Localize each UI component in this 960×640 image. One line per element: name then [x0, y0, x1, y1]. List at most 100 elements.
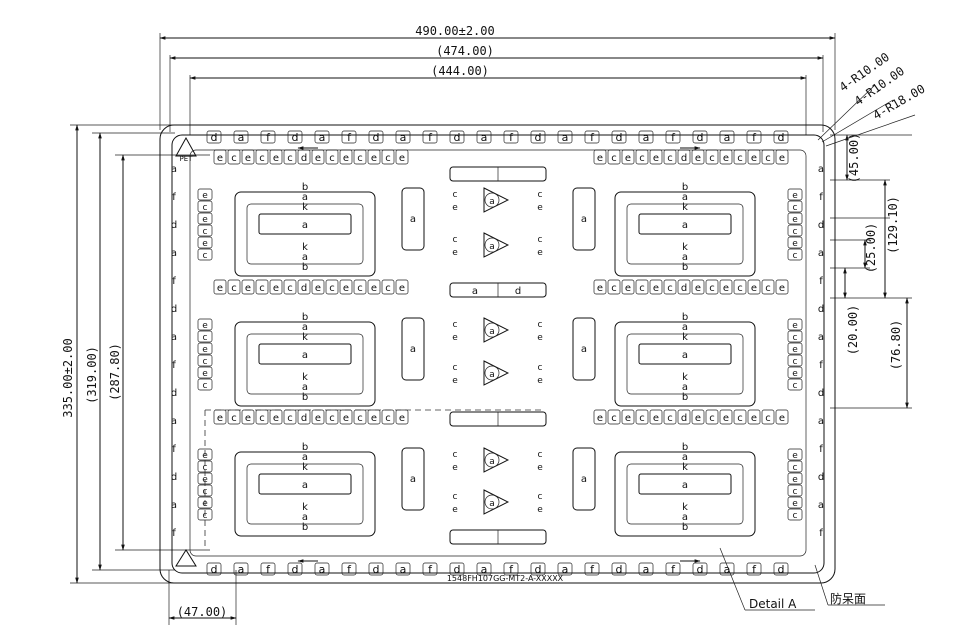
rim-letter-left: f — [172, 276, 176, 287]
strip-cell — [621, 149, 635, 165]
rim-letter-left: f — [172, 192, 176, 203]
strip-cell — [311, 149, 325, 165]
rim-letter-bottom: a — [643, 563, 650, 576]
triangle-lug — [483, 232, 510, 258]
strip-letter: c — [737, 413, 743, 424]
rim-letter-top: f — [266, 131, 271, 144]
pocket-letter: k — [682, 242, 688, 253]
lug-letter: a — [489, 242, 495, 252]
center-tab-letter: e — [452, 376, 458, 386]
rim-tab-top — [449, 130, 465, 144]
rim-letter-bottom: a — [400, 563, 407, 576]
pocket-inner — [638, 473, 732, 495]
side-letter: e — [202, 345, 208, 355]
strip-cell — [367, 149, 381, 165]
rim-letter-right: a — [818, 164, 824, 175]
side-letter: e — [792, 215, 798, 225]
rim-letter-top: d — [211, 131, 218, 144]
center-bar-letter: d — [515, 286, 521, 297]
pocket-letter: k — [302, 332, 308, 343]
side-cell — [787, 484, 803, 497]
strip-cell — [761, 149, 775, 165]
strip-cell — [283, 279, 297, 295]
recycle-label-top: PET — [180, 155, 194, 163]
tray-outline — [159, 124, 836, 584]
rim-tab-bottom — [314, 562, 330, 576]
strip-cell — [325, 149, 339, 165]
recycle-symbol-top: PET — [175, 136, 197, 163]
rim-tab-bottom — [206, 562, 222, 576]
recycle-symbol-bottom — [175, 549, 197, 567]
lug-letter: a — [489, 197, 495, 207]
rim-tab-top — [503, 130, 519, 144]
side-cell — [197, 366, 213, 379]
strip-letter: c — [259, 413, 265, 424]
rim-letter-right: a — [818, 248, 824, 259]
side-cell — [197, 188, 213, 201]
rim-letter-bottom: d — [697, 563, 704, 576]
strip-cell — [719, 409, 733, 425]
strip-letter: c — [385, 283, 391, 294]
strip-cell — [311, 279, 325, 295]
strip-cell — [607, 149, 621, 165]
detail-label: Detail A — [749, 597, 797, 611]
strip-letter: c — [765, 153, 771, 164]
center-tab-letter: e — [452, 463, 458, 473]
strip-letter: c — [737, 283, 743, 294]
strip-cell — [775, 279, 789, 295]
strip-cell — [677, 149, 691, 165]
strip-letter: e — [653, 153, 659, 164]
strip-cell — [353, 149, 367, 165]
rim-tab-top — [422, 130, 438, 144]
pocket-outer — [234, 451, 376, 537]
strip-cell — [607, 409, 621, 425]
rim-tab-top — [611, 130, 627, 144]
rim-letter-bottom: d — [373, 563, 380, 576]
rim-tab-bottom — [746, 562, 762, 576]
strip-letter: e — [695, 153, 701, 164]
pocket-letter: b — [302, 182, 308, 193]
side-letter: e — [792, 499, 798, 509]
pocket-letter: a — [302, 252, 308, 263]
pocket-letter: b — [682, 522, 688, 533]
center-tab-letter: c — [538, 190, 543, 200]
rim-letter-left: a — [171, 164, 177, 175]
dim-overall-height: 335.00±2.00 — [61, 338, 75, 417]
slot-letter: a — [410, 474, 416, 485]
strip-cell — [367, 279, 381, 295]
rim-letter-left: d — [171, 220, 177, 231]
side-letter: e — [202, 369, 208, 379]
rim-tab-bottom — [287, 562, 303, 576]
center-tab-letter: e — [537, 203, 543, 213]
rim-letter-right: f — [819, 192, 823, 203]
part-number: 1548FH107GG-MT2-A-XXXXX — [447, 574, 564, 583]
strip-cell — [747, 409, 761, 425]
anti-static-callout: 防呆面 — [814, 564, 885, 606]
side-cell — [787, 248, 803, 261]
strip-letter: e — [751, 283, 757, 294]
rim-letter-top: f — [671, 131, 676, 144]
pocket-letter: k — [682, 462, 688, 473]
side-cell — [787, 366, 803, 379]
rim-letter-bottom: f — [428, 563, 433, 576]
dim-right-45: (45.00) — [847, 133, 861, 184]
rim-letter-left: f — [172, 360, 176, 371]
center-tab-letter: c — [453, 320, 458, 330]
side-cell — [197, 224, 213, 237]
pocket-letter: b — [682, 392, 688, 403]
strip-letter: c — [231, 413, 237, 424]
strip-cell — [227, 149, 241, 165]
side-letter: e — [792, 321, 798, 331]
side-cell — [787, 330, 803, 343]
strip-cell — [395, 149, 409, 165]
rim-tab-bottom — [341, 562, 357, 576]
pocket-mid — [626, 463, 744, 525]
side-letter: c — [203, 227, 208, 237]
strip-letter: c — [357, 153, 363, 164]
rim-letter-top: a — [643, 131, 650, 144]
side-letter: e — [202, 321, 208, 331]
strip-letter: e — [625, 283, 631, 294]
rim-letter-top: a — [562, 131, 569, 144]
